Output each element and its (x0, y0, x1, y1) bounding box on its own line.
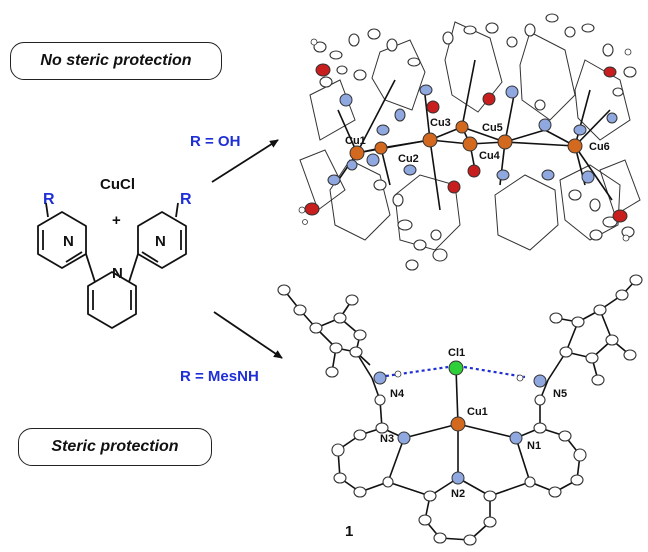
ring-nitrogen-right: N (155, 233, 166, 250)
atom-label-cu2-top: Cu2 (398, 153, 419, 165)
steric-protection-label: Steric protection (18, 428, 212, 466)
atom-label-cu3-top: Cu3 (430, 117, 451, 129)
ring-nitrogen-left: N (63, 233, 74, 250)
atom-label-cu6-top: Cu6 (589, 141, 610, 153)
atom-label-cu4-top: Cu4 (479, 150, 500, 162)
reagent-cucl: CuCl (100, 176, 135, 193)
atom-label-cu5-top: Cu5 (482, 122, 503, 134)
top-crystal-structure (298, 13, 641, 271)
copper-atom (450, 416, 466, 432)
substituent-r-left: R (43, 191, 55, 208)
atom-label-cu1-bottom: Cu1 (467, 406, 488, 418)
bottom-crystal-structure (277, 274, 643, 546)
atom-label-n4: N4 (390, 388, 405, 400)
hydrogen-bonds (385, 365, 526, 379)
terpyridine-ligand (37, 202, 187, 329)
condition-mesnh: R = MesNH (180, 368, 259, 385)
compound-number: 1 (345, 523, 354, 540)
atom-label-n3: N3 (380, 433, 395, 445)
atom-label-n5: N5 (553, 388, 568, 400)
arrow-to-bottom-structure (213, 311, 283, 359)
atom-label-cl1: Cl1 (448, 347, 466, 359)
atom-label-n1: N1 (527, 440, 542, 452)
no-steric-protection-label: No steric protection (10, 42, 222, 80)
condition-oh: R = OH (190, 133, 241, 150)
chlorine-atom (448, 360, 464, 376)
plus-sign: + (112, 212, 121, 229)
arrow-to-top-structure (211, 139, 279, 183)
substituent-r-right: R (180, 191, 192, 208)
ring-nitrogen-center: N (112, 265, 123, 282)
atom-label-n2: N2 (451, 488, 466, 500)
